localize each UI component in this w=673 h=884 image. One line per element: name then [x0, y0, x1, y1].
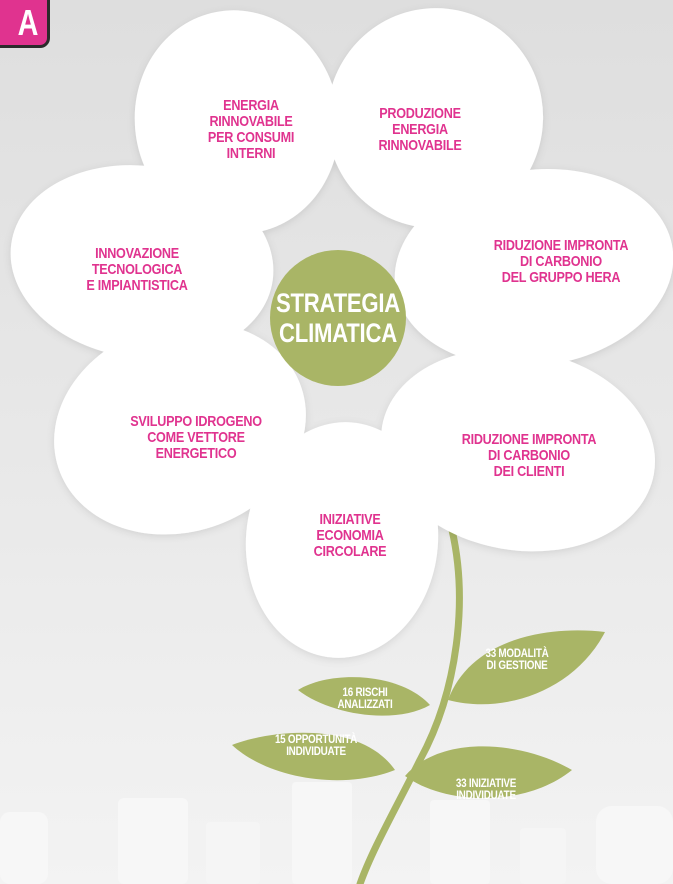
- petal-label-clienti: RIDUZIONE IMPRONTA DI CARBONIO DEI CLIEN…: [462, 432, 597, 480]
- petal-idrogeno: [54, 321, 306, 535]
- petal-label-idrogeno: SVILUPPO IDROGENO COME VETTORE ENERGETIC…: [130, 414, 262, 462]
- leaf-label-rischi: 16 RISCHI ANALIZZATI: [338, 687, 393, 711]
- label-line: 16 RISCHI: [342, 687, 388, 699]
- petal-riduzione-clienti: [380, 348, 656, 552]
- label-line: 15 OPPORTUNITÀ: [274, 734, 358, 746]
- label-line: 33 INIZIATIVE: [455, 778, 517, 790]
- petal-riduzione-gruppo-hera: [394, 169, 673, 367]
- center-disk: [270, 250, 406, 386]
- stem-group: [232, 526, 605, 884]
- label-line: INTERNI: [226, 145, 276, 162]
- leaf-label-opportunita: 15 OPPORTUNITÀ INDIVIDUATE: [275, 734, 357, 758]
- label-line: RINNOVABILE: [378, 137, 462, 154]
- building-5: [430, 800, 490, 884]
- label-line: CIRCOLARE: [313, 543, 387, 560]
- corner-tag: A: [0, 0, 50, 48]
- building-2: [118, 798, 188, 884]
- label-line: ENERGIA: [223, 97, 279, 114]
- petal-label-energia-consumi: ENERGIA RINNOVABILE PER CONSUMI INTERNI: [208, 98, 294, 162]
- petal-economia-circolare: [245, 422, 439, 658]
- leaf-label-iniziative: 33 INIZIATIVE INDIVIDUATE: [456, 778, 516, 802]
- petal-label-produzione: PRODUZIONE ENERGIA RINNOVABILE: [378, 106, 461, 154]
- leaf-15-opportunita: [232, 732, 395, 781]
- label-line: ECONOMIA: [316, 527, 384, 544]
- center-line: STRATEGIA: [275, 288, 401, 318]
- label-line: DEI CLIENTI: [493, 463, 565, 480]
- label-line: INDIVIDUATE: [286, 746, 346, 758]
- label-line: INNOVAZIONE: [95, 245, 179, 262]
- center-label: STRATEGIA CLIMATICA: [276, 288, 400, 348]
- corner-tag-letter: A: [17, 2, 39, 43]
- label-line: PRODUZIONE: [379, 105, 461, 122]
- label-line: RIDUZIONE IMPRONTA: [461, 431, 597, 448]
- petal-label-gruppo-hera: RIDUZIONE IMPRONTA DI CARBONIO DEL GRUPP…: [494, 238, 629, 286]
- label-line: DI GESTIONE: [486, 660, 548, 672]
- building-7: [596, 806, 673, 884]
- label-line: DI CARBONIO: [520, 253, 602, 270]
- label-line: E IMPIANTISTICA: [86, 277, 188, 294]
- label-line: TECNOLOGICA: [91, 261, 183, 278]
- building-6: [520, 828, 566, 884]
- petal-produzione-energia: [326, 8, 544, 228]
- label-line: RINNOVABILE: [209, 113, 293, 130]
- label-line: INIZIATIVE: [319, 511, 381, 528]
- label-line: 33 MODALITÀ: [485, 648, 549, 660]
- label-line: SVILUPPO IDROGENO: [130, 413, 262, 430]
- label-line: PER CONSUMI: [207, 129, 295, 146]
- petal-label-innovazione: INNOVAZIONE TECNOLOGICA E IMPIANTISTICA: [86, 246, 187, 294]
- label-line: DI CARBONIO: [488, 447, 570, 464]
- leaf-33-modalita: [448, 630, 605, 705]
- building-4: [292, 782, 352, 884]
- petal-label-circolare: INIZIATIVE ECONOMIA CIRCOLARE: [314, 512, 387, 560]
- petals: [10, 8, 673, 658]
- label-line: ENERGETICO: [155, 445, 237, 462]
- label-line: RIDUZIONE IMPRONTA: [493, 237, 629, 254]
- label-line: COME VETTORE: [147, 429, 245, 446]
- label-line: INDIVIDUATE: [456, 790, 516, 802]
- label-line: ANALIZZATI: [337, 699, 393, 711]
- label-line: ENERGIA: [392, 121, 448, 138]
- label-line: DEL GRUPPO HERA: [501, 269, 621, 286]
- petal-innovazione: [10, 165, 274, 359]
- city-skyline: [0, 782, 673, 884]
- building-3: [206, 822, 260, 884]
- leaf-16-rischi: [298, 677, 430, 716]
- center-line: CLIMATICA: [279, 318, 397, 348]
- leaf-33-iniziative: [405, 746, 572, 799]
- stem: [356, 526, 463, 884]
- building-1: [0, 812, 48, 884]
- leaf-label-modalita: 33 MODALITÀ DI GESTIONE: [485, 648, 548, 672]
